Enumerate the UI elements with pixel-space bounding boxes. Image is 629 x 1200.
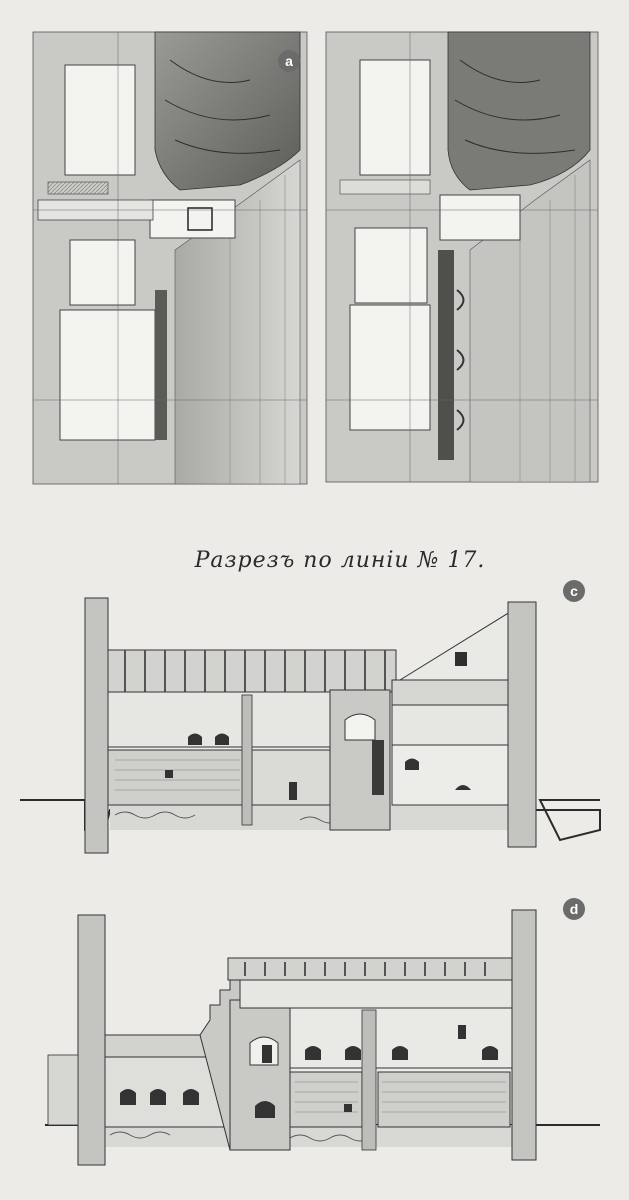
badge-label-b: b: [569, 53, 579, 69]
section-caption: Разрезъ по линіи № 17.: [194, 548, 486, 573]
badge-label-c: c: [570, 583, 578, 599]
badge-label-a: a: [285, 53, 293, 69]
panel-badge-b: b: [563, 50, 585, 72]
plan-panel-a: [32, 31, 308, 485]
badge-label-d: d: [569, 901, 579, 917]
panel-badge-d: d: [563, 898, 585, 920]
panel-badge-a: a: [278, 50, 300, 72]
panel-badge-c: c: [563, 580, 585, 602]
